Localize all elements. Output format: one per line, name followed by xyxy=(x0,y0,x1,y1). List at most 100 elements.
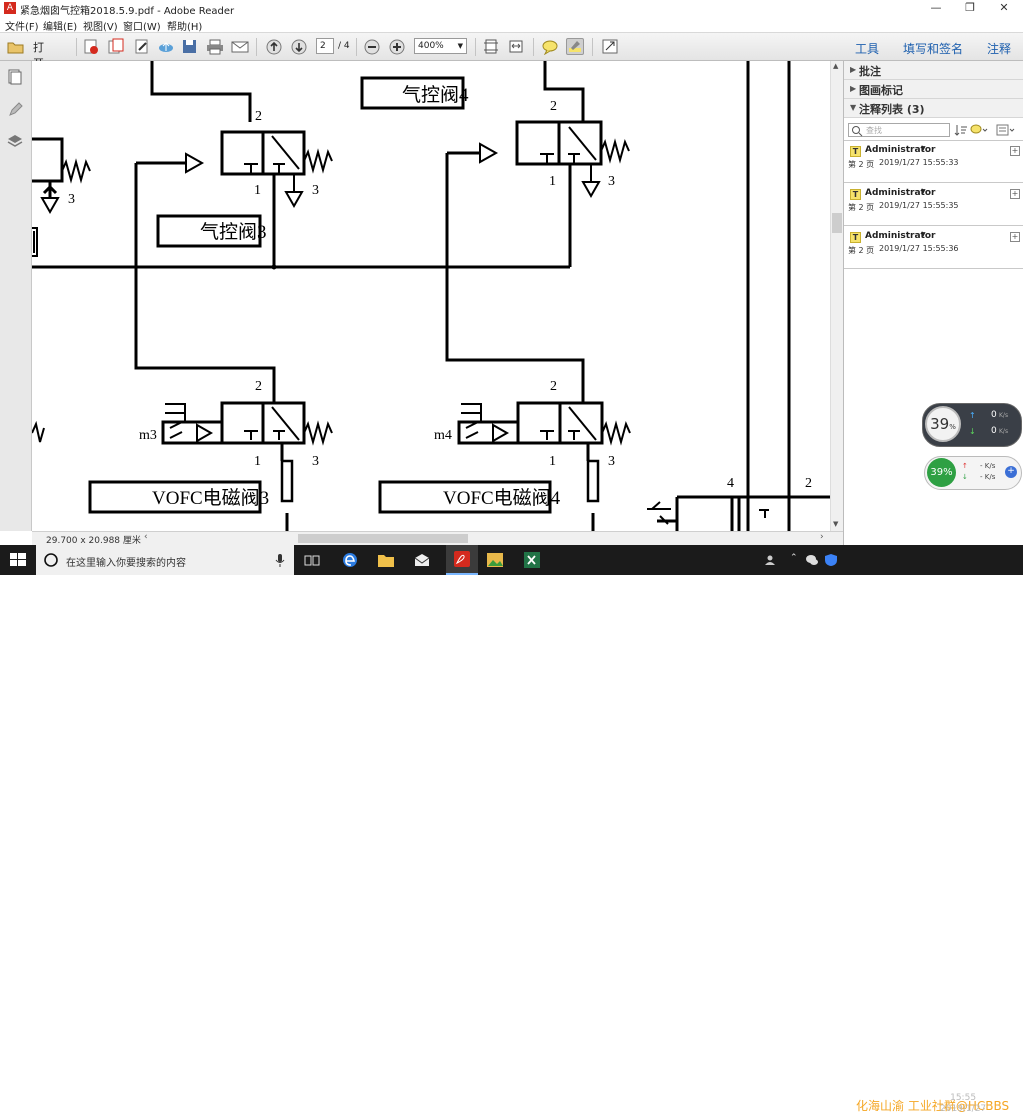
menu-help[interactable]: 帮助(H) xyxy=(167,22,203,33)
net-monitor-mini-widget[interactable]: 39% ↑ - K/s ↓ - K/s + xyxy=(924,456,1022,490)
upload-arrow-icon: ↑ xyxy=(969,411,976,420)
maximize-button[interactable]: ❐ xyxy=(965,1,975,14)
highlight-button[interactable] xyxy=(566,38,584,55)
create-pdf-button[interactable] xyxy=(82,38,100,55)
close-button[interactable]: ✕ xyxy=(999,1,1009,14)
scroll-down-icon[interactable]: ▼ xyxy=(833,520,839,528)
comment-search-input[interactable]: 查找 xyxy=(848,123,950,137)
zoom-in-button[interactable] xyxy=(388,38,406,55)
zoom-out-button[interactable] xyxy=(363,38,381,55)
layers-icon[interactable] xyxy=(7,133,23,149)
toolbar-separator xyxy=(356,38,357,56)
search-icon xyxy=(852,126,863,137)
menu-view[interactable]: 视图(V) xyxy=(83,22,118,33)
combine-button[interactable] xyxy=(107,38,125,55)
chevron-down-icon[interactable]: ▼ xyxy=(921,145,926,152)
tools-pane-link[interactable]: 工具 xyxy=(855,42,880,56)
open-button[interactable]: 打开 xyxy=(6,38,54,70)
page-number-input[interactable]: 2 xyxy=(316,38,334,54)
expand-button[interactable] xyxy=(601,38,619,55)
upload-button[interactable] xyxy=(157,38,175,55)
scroll-right-icon[interactable]: › xyxy=(820,532,824,542)
download-unit: K/s xyxy=(999,428,1009,435)
comment-item[interactable]: T Administrator ▼ 第 2 页 2019/1/27 15:55:… xyxy=(844,184,1023,226)
pen-icon[interactable] xyxy=(7,101,23,117)
port-label: 2 xyxy=(255,109,262,124)
menu-file[interactable]: 文件(F) xyxy=(5,22,39,33)
cortana-icon xyxy=(44,553,58,567)
menu-window[interactable]: 窗口(W) xyxy=(123,22,161,33)
comment-item[interactable]: T Administrator ▼ 第 2 页 2019/1/27 15:55:… xyxy=(844,141,1023,183)
expand-comment-icon[interactable]: + xyxy=(1010,189,1020,199)
taskbar-search-box[interactable]: 在这里输入你要搜索的内容 xyxy=(36,545,294,575)
toolbar-separator xyxy=(76,38,77,56)
document-view[interactable]: 2 2 1 1 3 3 3 2 2 1 1 3 3 4 2 m3 m4 气控阀4… xyxy=(32,61,830,531)
save-button[interactable] xyxy=(181,38,199,55)
port-label: 2 xyxy=(255,379,262,394)
comment-page: 第 2 页 xyxy=(848,246,875,255)
mail-app-icon[interactable] xyxy=(413,551,431,569)
toolbar-separator xyxy=(475,38,476,56)
taskbar-clock[interactable]: 15:55 2019/1/27 xyxy=(940,1093,986,1115)
comment-list-section[interactable]: ▼ 注释列表 (3) xyxy=(844,99,1023,118)
task-view-icon[interactable] xyxy=(303,551,321,569)
cpu-percent-unit: % xyxy=(949,423,956,431)
edge-browser-icon[interactable] xyxy=(341,551,359,569)
print-button[interactable] xyxy=(206,38,224,55)
expand-comment-icon[interactable]: + xyxy=(1010,232,1020,242)
menu-edit[interactable]: 编辑(E) xyxy=(43,22,78,33)
download-arrow-icon: ↓ xyxy=(969,427,976,436)
fit-page-button[interactable] xyxy=(482,38,500,55)
zoom-select[interactable]: 400% ▼ xyxy=(414,38,467,54)
vertical-scrollbar[interactable]: ▲ ▼ xyxy=(830,61,843,531)
page-thumbnails-icon[interactable] xyxy=(7,69,23,85)
scroll-up-icon[interactable]: ▲ xyxy=(833,62,839,70)
wechat-icon[interactable] xyxy=(806,554,818,566)
options-menu-icon[interactable] xyxy=(996,123,1016,137)
upload-arrow-icon: ↑ xyxy=(962,462,968,470)
chevron-down-icon[interactable]: ▼ xyxy=(921,188,926,195)
scroll-thumb[interactable] xyxy=(832,213,842,233)
file-explorer-icon[interactable] xyxy=(377,551,395,569)
port-label: 4 xyxy=(727,476,734,491)
memory-percent: 39% xyxy=(930,467,953,478)
windows-start-icon[interactable] xyxy=(9,551,27,569)
sort-icon[interactable] xyxy=(954,123,968,137)
fit-page-icon xyxy=(484,39,498,54)
arrow-down-circle-icon xyxy=(291,39,307,55)
fill-sign-pane-link[interactable]: 填写和签名 xyxy=(903,42,964,56)
prev-page-button[interactable] xyxy=(265,38,283,55)
highlighter-icon xyxy=(569,41,581,52)
drawing-markup-section[interactable]: ▶ 图画标记 xyxy=(844,80,1023,99)
horizontal-scroll-thumb[interactable] xyxy=(298,534,468,543)
annotations-section[interactable]: ▶ 批注 xyxy=(844,61,1023,80)
image-viewer-icon[interactable] xyxy=(486,551,504,569)
microphone-icon[interactable] xyxy=(275,553,285,567)
sticky-note-button[interactable] xyxy=(541,38,559,56)
comment-item[interactable]: T Administrator ▼ 第 2 页 2019/1/27 15:55:… xyxy=(844,227,1023,269)
fit-width-icon xyxy=(509,40,523,53)
fit-width-button[interactable] xyxy=(507,38,525,55)
taskbar-reader-button[interactable] xyxy=(446,545,478,575)
net-monitor-widget[interactable]: 39% ↑ 0 K/s ↓ 0 K/s xyxy=(922,403,1022,447)
show-hidden-icons-icon[interactable]: ⌃ xyxy=(790,553,798,563)
expand-comment-icon[interactable]: + xyxy=(1010,146,1020,156)
security-shield-icon[interactable] xyxy=(825,554,837,566)
next-page-button[interactable] xyxy=(290,38,308,55)
filter-comments-icon[interactable] xyxy=(970,123,988,137)
people-icon[interactable] xyxy=(764,554,776,566)
port-label: 1 xyxy=(254,454,261,469)
comment-pane-link[interactable]: 注释 xyxy=(987,42,1012,56)
email-button[interactable] xyxy=(231,38,249,55)
edit-icon xyxy=(135,39,148,54)
pneumatic-schematic: 2 2 1 1 3 3 3 2 2 1 1 3 3 4 2 m3 m4 气控阀4… xyxy=(32,61,830,531)
plus-badge-icon[interactable]: + xyxy=(1005,466,1017,478)
solenoid-coil-label: m4 xyxy=(434,428,452,443)
chevron-down-icon[interactable]: ▼ xyxy=(921,231,926,238)
scroll-left-icon[interactable]: ‹ xyxy=(144,532,148,542)
minimize-button[interactable]: — xyxy=(930,1,942,14)
excel-icon[interactable] xyxy=(523,551,541,569)
edit-button[interactable] xyxy=(133,38,151,55)
minus-circle-icon xyxy=(364,39,380,55)
folder-icon xyxy=(7,42,24,54)
